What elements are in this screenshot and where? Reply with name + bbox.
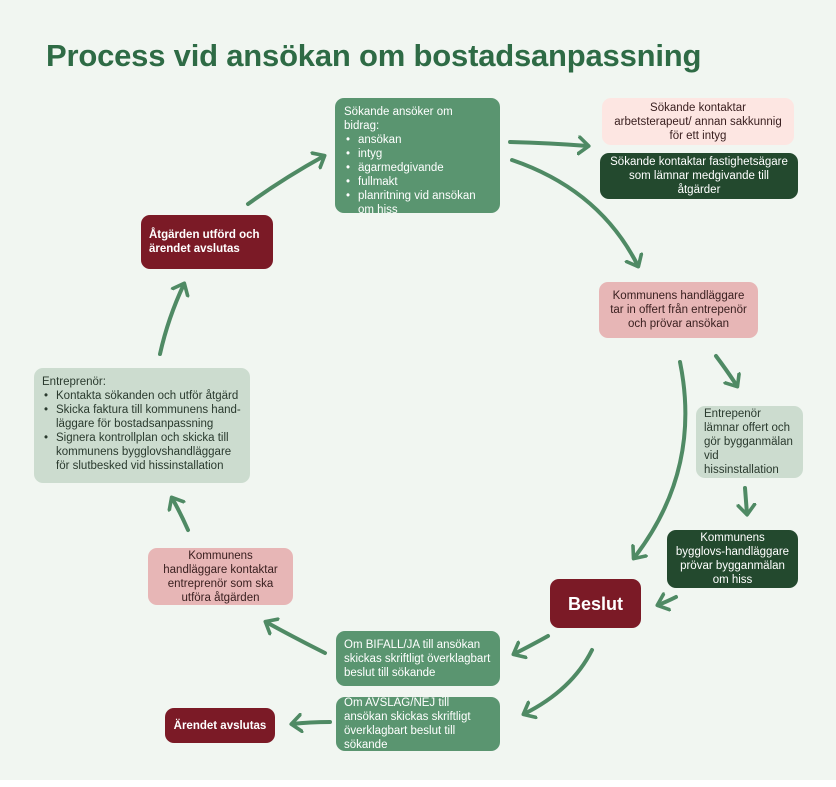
arrow-application-to-case-officer [510,158,638,266]
arrow-contractor-to-done [158,284,184,356]
approved-box: Om BIFALL/JA till ansökan skickas skrift… [336,631,500,686]
arrow-application-to-certificate [508,142,588,146]
list-item: Kontakta sökanden och utför åtgärd [44,389,242,403]
arrow-building-permit-to-decision [658,597,678,605]
list-item: Skicka faktura till kommunens hand-lägga… [44,403,242,431]
arrow-decision-to-rejected [524,648,594,714]
certificate-box: Sökande kontaktar arbetsterapeut/ annan … [602,98,794,145]
list-item: ägarmedgivande [346,161,491,175]
arrow-done-to-application [246,156,324,206]
case-officer-offer-box: Kommunens handläggare tar in offert från… [599,282,758,338]
list-item: Signera kontrollplan och skicka till kom… [44,431,242,473]
contractor-offer-box: Entrepenör lämnar offert och gör bygganm… [696,406,803,478]
list-item: intyg [346,147,491,161]
arrow-case-officer-to-decision [634,360,688,558]
arrow-case-officer-to-contractor-offer [714,354,737,386]
rejected-box: Om AVSLAG/NEJ till ansökan skickas skrif… [336,697,500,751]
application-heading: Sökande ansöker om bidrag: [344,106,453,132]
building-permit-box: Kommunens bygglovs-handläggare prövar by… [667,530,798,588]
owner-box: Sökande kontaktar fastighetsägare som lä… [600,153,798,199]
application-list: ansökan intyg ägarmedgivande fullmakt pl… [344,133,491,213]
page-title: Process vid ansökan om bostadsanpassning [46,38,702,73]
arrow-contractor-offer-to-building-permit [745,486,747,514]
decision-box: Beslut [550,579,641,628]
contact-contractor-box: Kommunens handläggare kontaktar entrepre… [148,548,293,605]
done-box: Åtgärden utförd och ärendet avslutas [141,215,273,269]
contractor-box: Entreprenör: Kontakta sökanden och utför… [34,368,250,483]
arrow-approved-to-contact-contractor [266,622,327,655]
arrow-contact-contractor-to-contractor [172,498,190,532]
list-item: planritning vid ansökan om hiss [346,189,491,213]
list-item: fullmakt [346,175,491,189]
application-box: Sökande ansöker om bidrag: ansökan intyg… [335,98,500,213]
closed-box: Ärendet avslutas [165,708,275,743]
arrow-decision-to-approved [514,634,550,654]
list-item: ansökan [346,133,491,147]
contractor-list: Kontakta sökanden och utför åtgärd Skick… [42,389,242,473]
arrow-rejected-to-closed [292,722,332,724]
contractor-heading: Entreprenör: [42,376,106,388]
